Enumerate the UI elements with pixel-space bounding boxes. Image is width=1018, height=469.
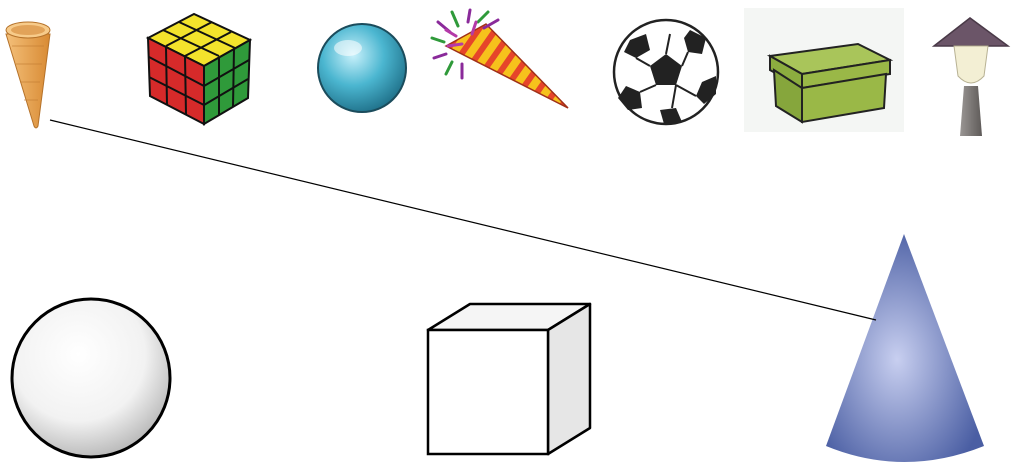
cone-icon[interactable]: [826, 234, 984, 462]
match-lines: [50, 120, 876, 320]
marble-icon[interactable]: [318, 24, 406, 112]
rubiks-cube-icon[interactable]: [148, 14, 250, 124]
party-hat-icon[interactable]: [432, 10, 568, 110]
green-box-icon[interactable]: [744, 8, 904, 132]
cube-icon[interactable]: [428, 304, 590, 454]
ice-cream-cone-icon[interactable]: [6, 22, 50, 128]
match-line-ice-cream-cone-to-cone: [50, 120, 876, 320]
sphere-icon[interactable]: [12, 299, 170, 457]
soccer-ball-icon[interactable]: [614, 20, 718, 124]
lamp-icon[interactable]: [934, 18, 1008, 136]
